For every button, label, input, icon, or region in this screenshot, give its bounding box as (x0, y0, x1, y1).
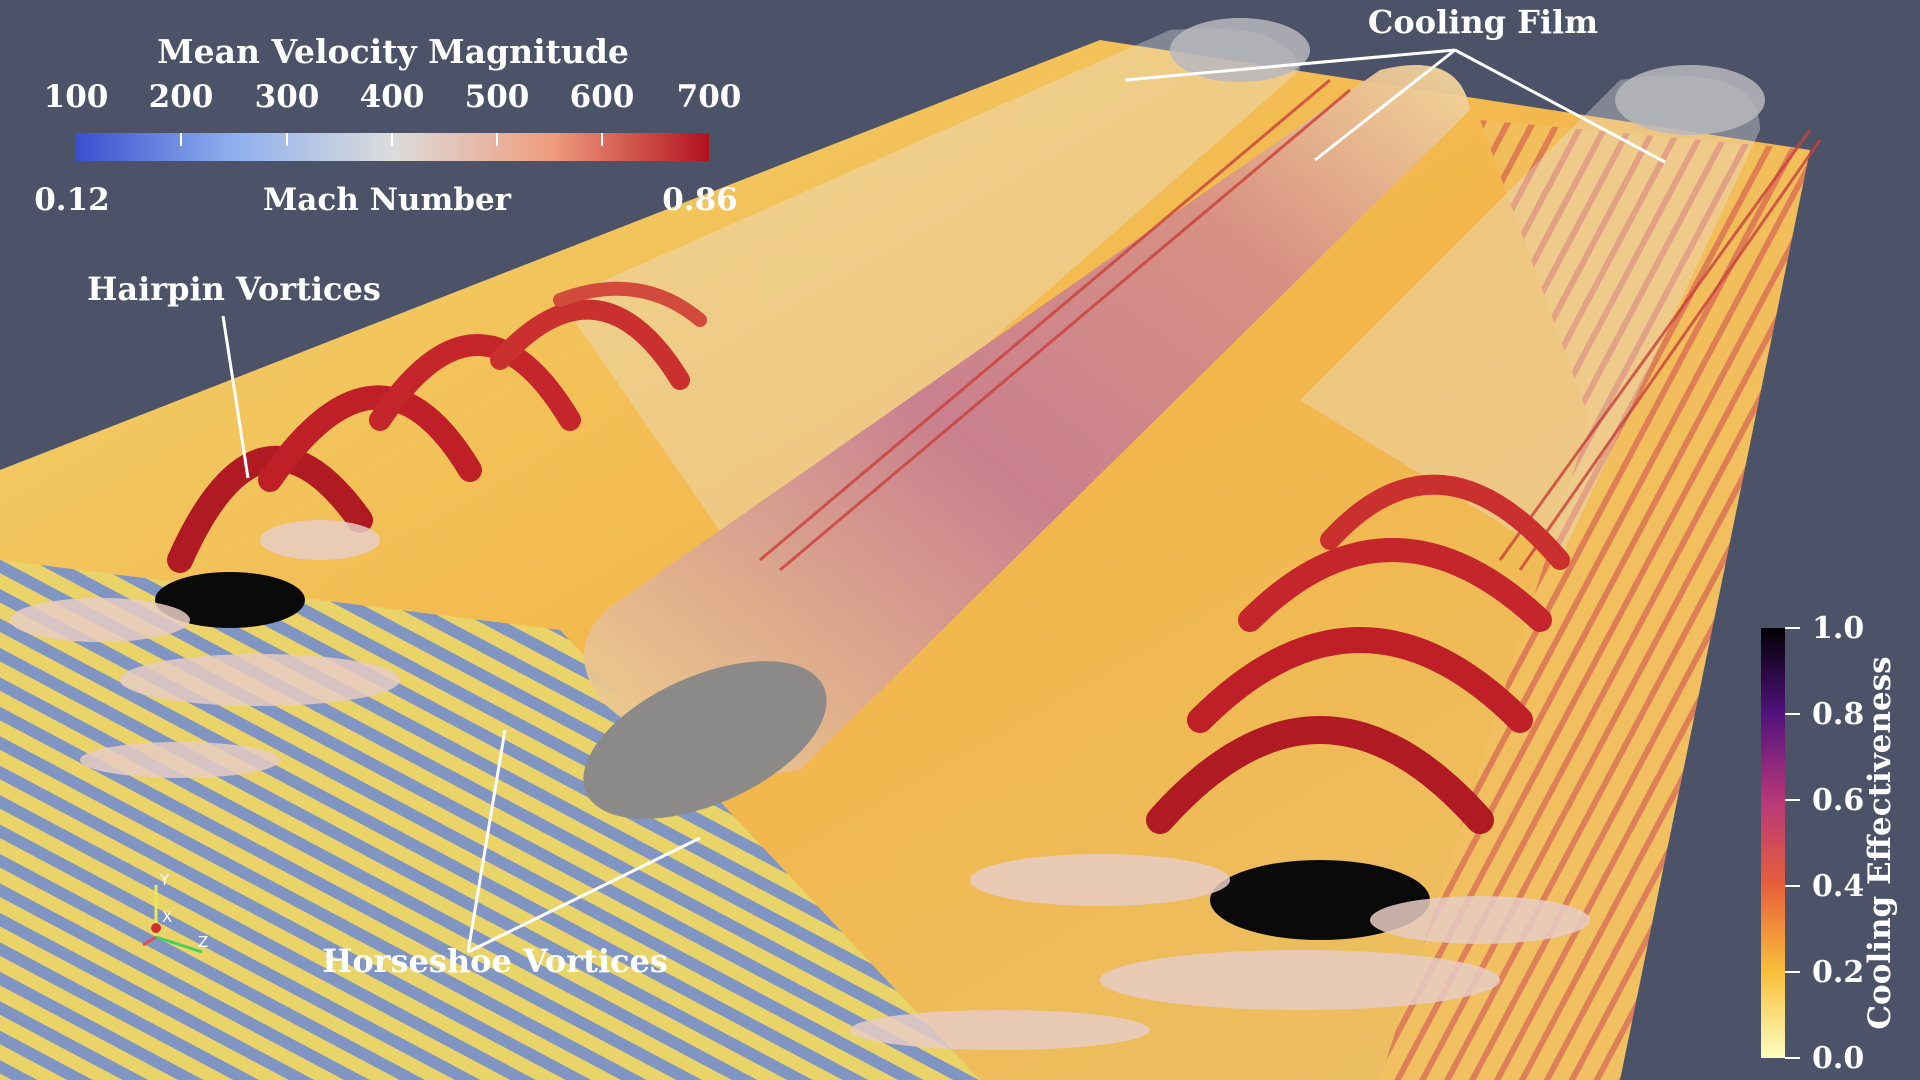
turbulent-blobs-right (850, 854, 1590, 1050)
coolant-hole-left (155, 572, 305, 628)
annotation-leaders (221, 48, 1666, 954)
effectiveness-title: Cooling Effectiveness (1862, 656, 1898, 1029)
cooling-film-right (1300, 75, 1760, 561)
film-cap-top-left (1170, 18, 1310, 82)
mach-max: 0.86 (662, 182, 738, 218)
effectiveness-tick-0-2: 0.2 (1812, 955, 1864, 990)
effectiveness-legend: 1.0 0.8 0.6 0.4 0.2 0.0 Cooling Effectiv… (1761, 611, 1898, 1076)
effectiveness-tick-marks (1785, 627, 1800, 1059)
velocity-tick-200: 200 (149, 79, 214, 115)
velocity-tick-100: 100 (44, 79, 109, 115)
cooling-film-left (560, 28, 1300, 561)
velocity-tick-marks (180, 133, 603, 146)
streamline-bundle (759, 78, 1822, 572)
velocity-tick-700: 700 (677, 79, 742, 115)
axes-triad: Y X Z (142, 871, 208, 954)
effectiveness-colorbar (1761, 628, 1785, 1058)
mach-label: Mach Number (263, 182, 512, 218)
cooling-film-center (584, 65, 1470, 774)
side-streamlines (1380, 120, 1810, 1080)
label-horseshoe-vortices: Horseshoe Vortices (322, 942, 668, 980)
velocity-tick-300: 300 (255, 79, 320, 115)
effectiveness-tick-0-6: 0.6 (1812, 783, 1864, 818)
axis-label-z: Z (198, 933, 208, 951)
velocity-legend: Mean Velocity Magnitude 100 200 300 400 … (34, 32, 741, 218)
velocity-tick-400: 400 (360, 79, 425, 115)
effectiveness-tick-1-0: 1.0 (1812, 611, 1864, 646)
effectiveness-tick-0-4: 0.4 (1812, 869, 1864, 904)
axis-label-x: X (162, 908, 172, 926)
axis-label-y: Y (159, 871, 170, 889)
hairpin-vortices-left (167, 281, 707, 573)
hairpin-vortices-right (1146, 474, 1570, 834)
velocity-tick-600: 600 (570, 79, 635, 115)
turbulent-blobs-left (10, 520, 400, 778)
velocity-legend-title: Mean Velocity Magnitude (157, 32, 629, 71)
mach-min: 0.12 (34, 182, 110, 218)
film-cap-top-right (1615, 65, 1765, 135)
velocity-tick-500: 500 (465, 79, 530, 115)
label-cooling-film: Cooling Film (1368, 3, 1598, 41)
effectiveness-tick-0-0: 0.0 (1812, 1041, 1864, 1076)
film-cap-center (583, 661, 827, 819)
effectiveness-tick-0-8: 0.8 (1812, 697, 1864, 732)
label-hairpin-vortices: Hairpin Vortices (87, 270, 381, 308)
